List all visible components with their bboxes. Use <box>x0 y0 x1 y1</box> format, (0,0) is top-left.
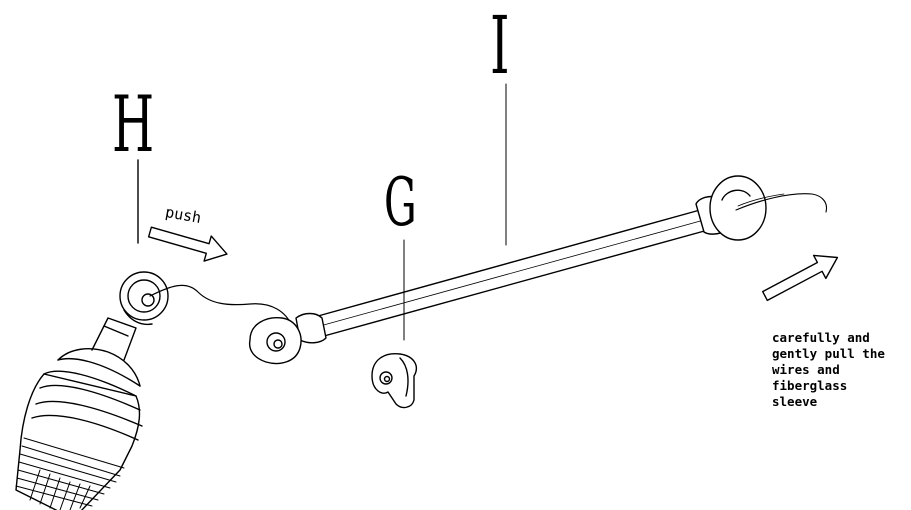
part-label-h: H <box>112 80 155 170</box>
push-arrow <box>147 226 228 262</box>
end-cap-disc <box>709 175 767 241</box>
instruction-line: sleeve <box>772 394 818 409</box>
wire <box>149 284 293 327</box>
part-label-g: G <box>384 164 417 241</box>
exit-wire <box>735 193 828 213</box>
pull-arrow <box>761 254 839 302</box>
socket-threads <box>15 437 125 510</box>
lamp-socket <box>15 271 169 510</box>
instruction-line: carefully and <box>772 330 870 345</box>
part-label-i: I <box>490 0 510 92</box>
instruction-line: fiberglass <box>772 378 848 393</box>
instruction-line: wires and <box>772 362 840 377</box>
pull-instruction: carefully and gently pull the wires and … <box>772 330 885 410</box>
instruction-line: gently pull the <box>772 346 885 361</box>
part-g <box>371 353 418 409</box>
arm-tube <box>248 175 767 365</box>
